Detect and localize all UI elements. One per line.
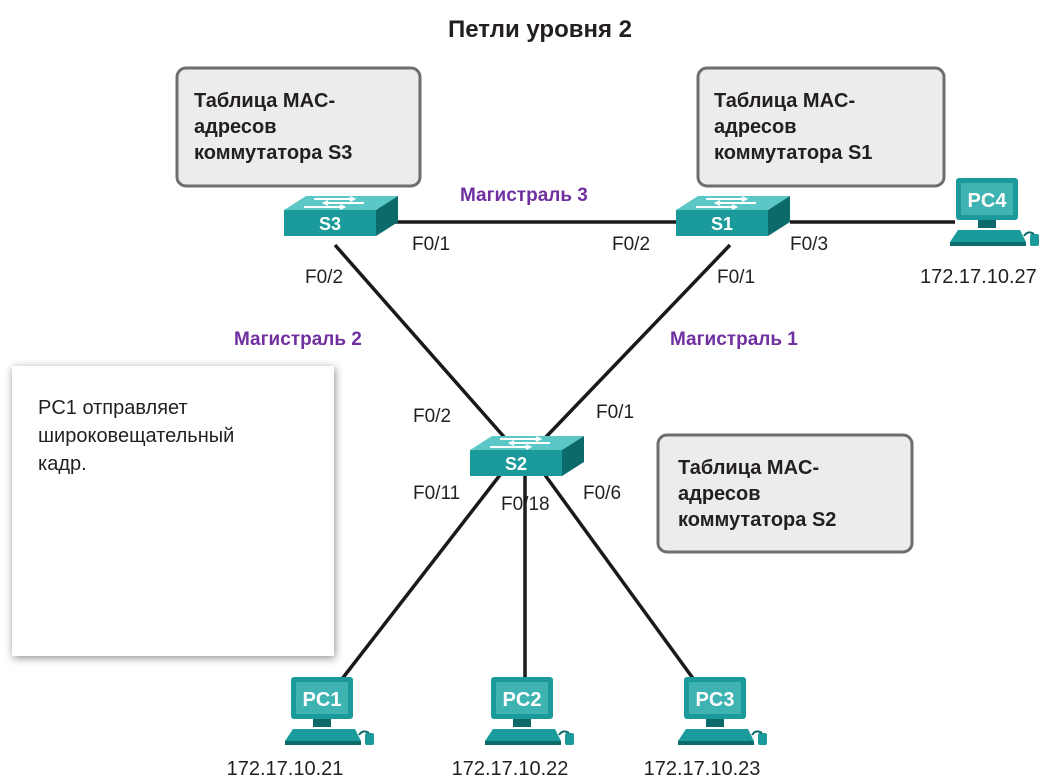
pc-label: PC1 xyxy=(303,689,342,711)
trunk-1-label: Магистраль 1 xyxy=(670,329,798,350)
trunk-1-link xyxy=(543,243,732,440)
mac-table-s2-line: Таблица MAC- xyxy=(678,457,819,479)
mac-table-s3: Таблица MAC- адресов коммутатора S3 xyxy=(175,66,422,188)
pc-label: PC4 xyxy=(968,190,1008,212)
mac-table-s1-line: коммутатора S1 xyxy=(714,142,872,164)
pc1-link xyxy=(333,473,502,690)
mac-table-s2-line: коммутатора S2 xyxy=(678,509,836,531)
note-line: кадр. xyxy=(38,453,87,475)
port-label: F0/1 xyxy=(717,267,755,288)
mac-table-s3-line: коммутатора S3 xyxy=(194,142,352,164)
mac-table-s2: Таблица MAC- адресов коммутатора S2 xyxy=(656,433,914,554)
port-label: F0/1 xyxy=(412,234,450,255)
trunk-2-label: Магистраль 2 xyxy=(234,329,362,350)
pc-1[interactable]: PC1 xyxy=(284,676,375,746)
trunk-2-link xyxy=(333,243,507,440)
pc-1-ip: 172.17.10.21 xyxy=(227,758,344,780)
note-line: широковещательный xyxy=(38,425,235,447)
port-label: F0/11 xyxy=(413,483,460,504)
port-label: F0/2 xyxy=(612,234,650,255)
computer-icon xyxy=(677,676,768,746)
mac-table-s3-line: адресов xyxy=(194,116,277,138)
mac-table-s1-line: адресов xyxy=(714,116,797,138)
port-label: F0/1 xyxy=(596,402,634,423)
switch-label: S3 xyxy=(319,214,341,234)
note-line: PC1 отправляет xyxy=(38,397,188,419)
switch-s3[interactable]: S3 xyxy=(283,195,399,237)
switch-s1[interactable]: S1 xyxy=(675,195,791,237)
computer-icon xyxy=(949,177,1040,247)
port-label: F0/2 xyxy=(305,267,343,288)
pc-3[interactable]: PC3 xyxy=(677,676,768,746)
switch-label: S2 xyxy=(505,454,527,474)
trunk-3-label: Магистраль 3 xyxy=(460,185,588,206)
switch-s2[interactable]: S2 xyxy=(469,435,585,477)
pc-4[interactable]: PC4 xyxy=(949,177,1040,247)
mac-table-s2-line: адресов xyxy=(678,483,761,505)
switch-label: S1 xyxy=(711,214,733,234)
pc-label: PC2 xyxy=(503,689,542,711)
pc-3-ip: 172.17.10.23 xyxy=(644,758,761,780)
mac-table-s1-line: Таблица MAC- xyxy=(714,90,855,112)
port-label: F0/2 xyxy=(413,406,451,427)
pc3-link xyxy=(543,473,702,690)
mac-table-s1: Таблица MAC- адресов коммутатора S1 xyxy=(696,66,946,188)
mac-table-s3-line: Таблица MAC- xyxy=(194,90,335,112)
description-note: PC1 отправляет широковещательный кадр. xyxy=(12,366,334,656)
pc-2[interactable]: PC2 xyxy=(484,676,575,746)
computer-icon xyxy=(284,676,375,746)
port-label: F0/3 xyxy=(790,234,828,255)
diagram-title: Петли уровня 2 xyxy=(448,16,632,43)
pc-4-ip: 172.17.10.27 xyxy=(920,266,1037,288)
pc-label: PC3 xyxy=(696,689,735,711)
port-label: F0/6 xyxy=(583,483,621,504)
pc-2-ip: 172.17.10.22 xyxy=(452,758,569,780)
computer-icon xyxy=(484,676,575,746)
port-label: F0/18 xyxy=(501,494,550,515)
